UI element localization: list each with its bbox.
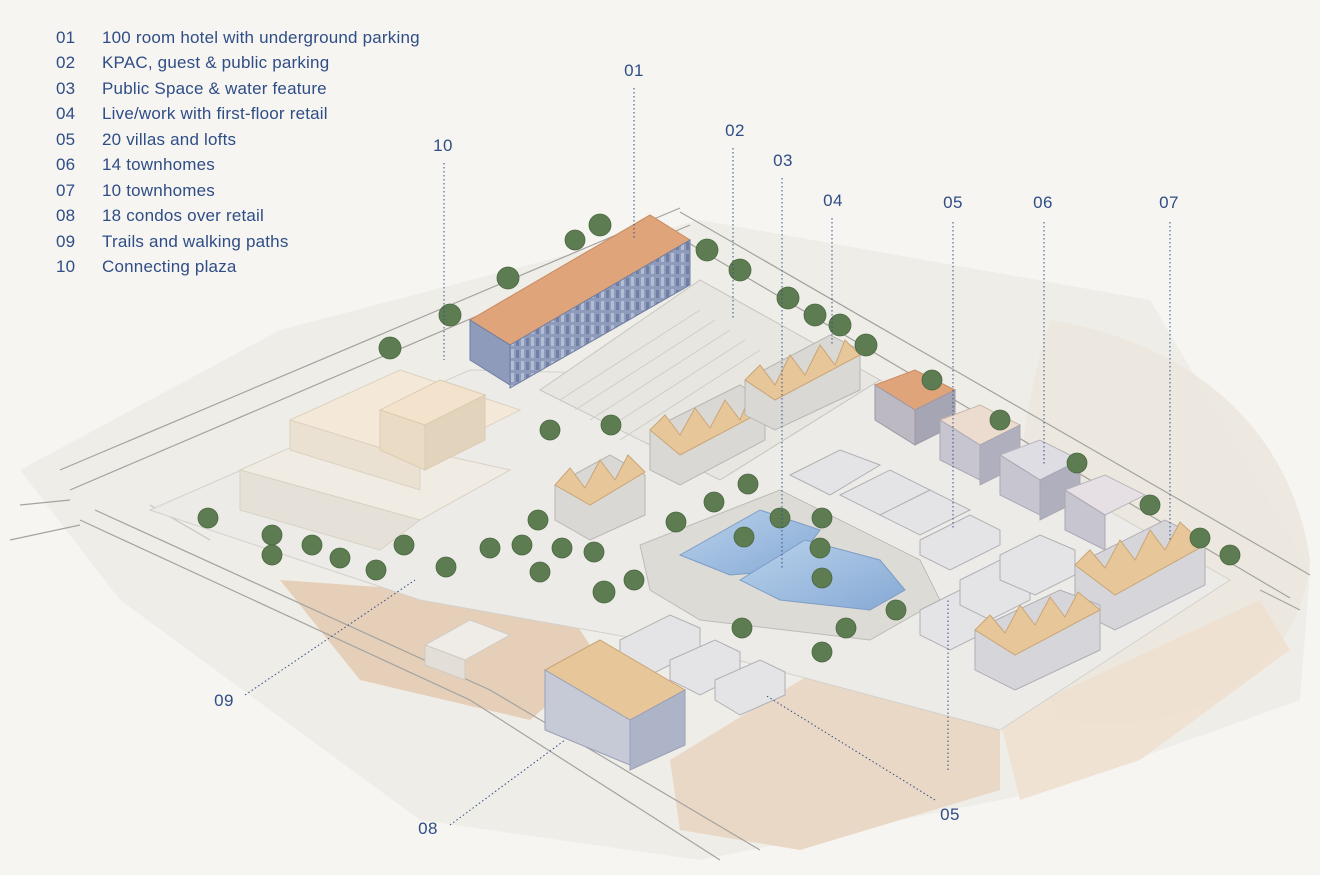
legend-item: 04 Live/work with first-floor retail [56, 102, 420, 128]
street-network [9, 207, 1311, 861]
legend-number: 06 [56, 155, 76, 175]
legend-item: 08 18 condos over retail [56, 204, 420, 230]
hotel-building [469, 214, 691, 389]
legend-number: 02 [56, 53, 76, 73]
callout-plaza: 10 [433, 136, 453, 155]
callout-public-space: 03 [773, 151, 793, 170]
callout-trails: 09 [214, 691, 234, 710]
callout-townhomes-14: 06 [1033, 193, 1053, 212]
legend-item: 10 Connecting plaza [56, 255, 420, 281]
legend-label: Public Space & water feature [102, 78, 327, 98]
live-work-buildings [554, 334, 861, 541]
legend-item: 05 20 villas and lofts [56, 127, 420, 153]
legend-number: 09 [56, 231, 76, 251]
legend-label: Connecting plaza [102, 257, 237, 277]
legend-item: 09 Trails and walking paths [56, 229, 420, 255]
legend: 01 100 room hotel with underground parkin… [56, 25, 420, 280]
legend-label: 10 townhomes [102, 180, 215, 200]
legend-number: 10 [56, 257, 76, 277]
callout-townhomes-10: 07 [1159, 193, 1179, 212]
trees [197, 213, 1241, 663]
pavilion [423, 619, 512, 681]
legend-item: 02 KPAC, guest & public parking [56, 51, 420, 77]
legend-number: 01 [56, 27, 76, 47]
legend-item: 06 14 townhomes [56, 153, 420, 179]
legend-label: 100 room hotel with underground parking [102, 27, 420, 47]
callout-condos: 08 [418, 819, 438, 838]
leader-lines [244, 88, 1171, 826]
legend-label: 20 villas and lofts [102, 129, 237, 149]
legend-label: 18 condos over retail [102, 206, 265, 226]
condo-building [543, 639, 687, 771]
legend-label: 14 townhomes [102, 155, 215, 175]
townhome-buildings-07 [974, 519, 1206, 691]
callout-live-work: 04 [823, 191, 843, 210]
legend-label: KPAC, guest & public parking [102, 53, 330, 73]
townhome-buildings-06 [873, 369, 1147, 551]
legend-number: 04 [56, 104, 76, 124]
callout-hotel: 01 [624, 61, 644, 80]
villa-loft-buildings [619, 449, 1076, 716]
legend-item: 07 10 townhomes [56, 178, 420, 204]
legend-item: 03 Public Space & water feature [56, 76, 420, 102]
legend-number: 05 [56, 129, 76, 149]
callout-villas-top: 05 [943, 193, 963, 212]
callout-villas-bottom: 05 [940, 805, 960, 824]
legend-number: 08 [56, 206, 76, 226]
legend-label: Live/work with first-floor retail [102, 104, 328, 124]
legend-number: 07 [56, 180, 76, 200]
connecting-plaza-building [238, 369, 522, 551]
legend-number: 03 [56, 78, 76, 98]
legend-label: Trails and walking paths [102, 231, 289, 251]
callout-kpac: 02 [725, 121, 745, 140]
legend-item: 01 100 room hotel with underground parkin… [56, 25, 420, 51]
